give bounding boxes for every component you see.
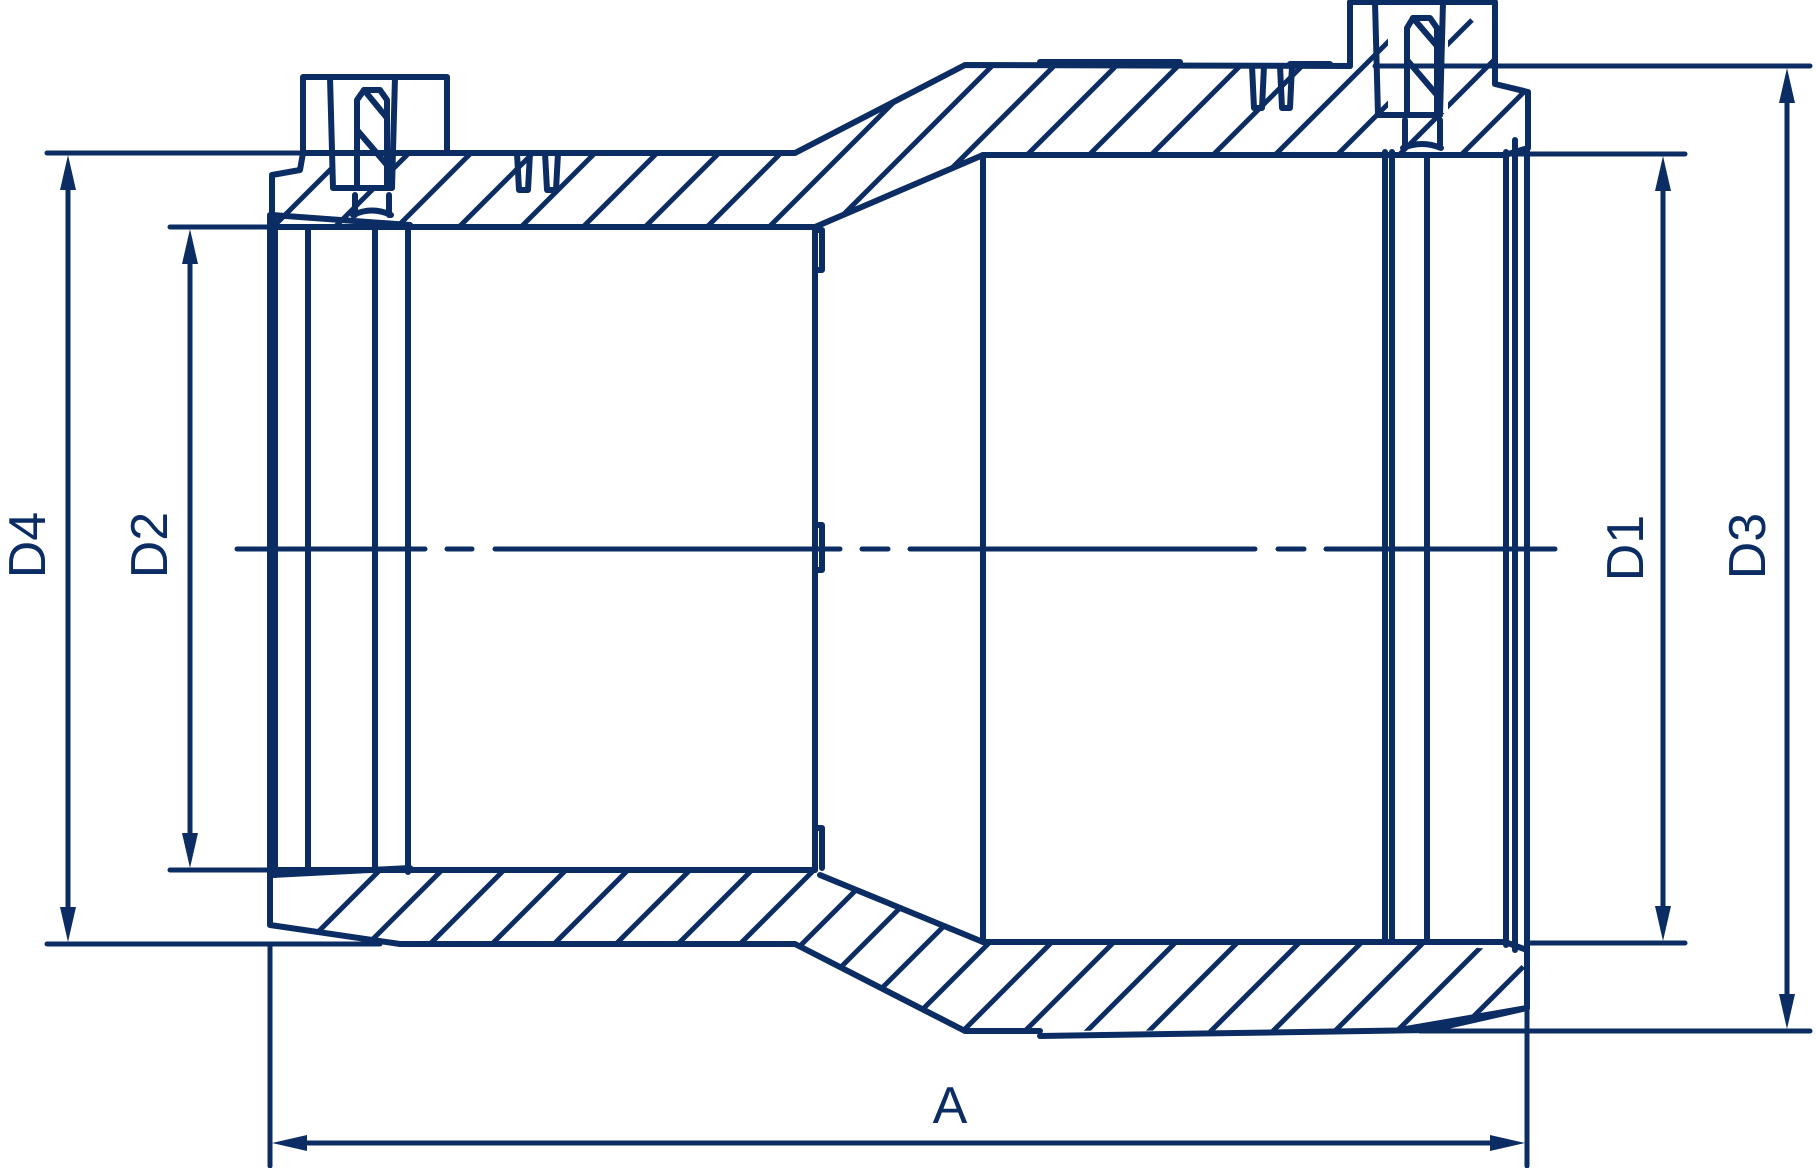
- arrow-icon: [1490, 1135, 1525, 1151]
- fitting-outline-upper: [267, 59, 1531, 230]
- arrow-icon: [1655, 906, 1671, 941]
- label-D2: D2: [121, 511, 179, 579]
- dimension-A: [272, 1135, 1525, 1151]
- right-socket-rings: [980, 137, 1530, 1011]
- arrow-icon: [1779, 994, 1795, 1029]
- arrow-icon: [182, 833, 198, 868]
- dimension-D3: [1779, 68, 1795, 1029]
- arrow-icon: [1779, 68, 1795, 103]
- right-clip-housing: [1347, 0, 1498, 151]
- arrow-icon: [60, 907, 76, 942]
- arrow-icon: [272, 1135, 307, 1151]
- arrow-icon: [182, 229, 198, 264]
- label-D4: D4: [0, 511, 57, 579]
- label-D3: D3: [1719, 512, 1777, 580]
- label-A: A: [932, 1077, 968, 1135]
- dimension-D2: [182, 229, 198, 868]
- dimension-D1: [1655, 156, 1671, 941]
- fitting-outline-lower: [267, 867, 1530, 1039]
- lower-wall-hatching: [270, 870, 1527, 1031]
- dimension-D4: [60, 155, 76, 942]
- arrow-icon: [60, 155, 76, 190]
- label-D1: D1: [1597, 514, 1655, 582]
- extension-lines: [44, 63, 1813, 1168]
- arrow-icon: [1655, 156, 1671, 191]
- left-clip-housing: [300, 74, 450, 218]
